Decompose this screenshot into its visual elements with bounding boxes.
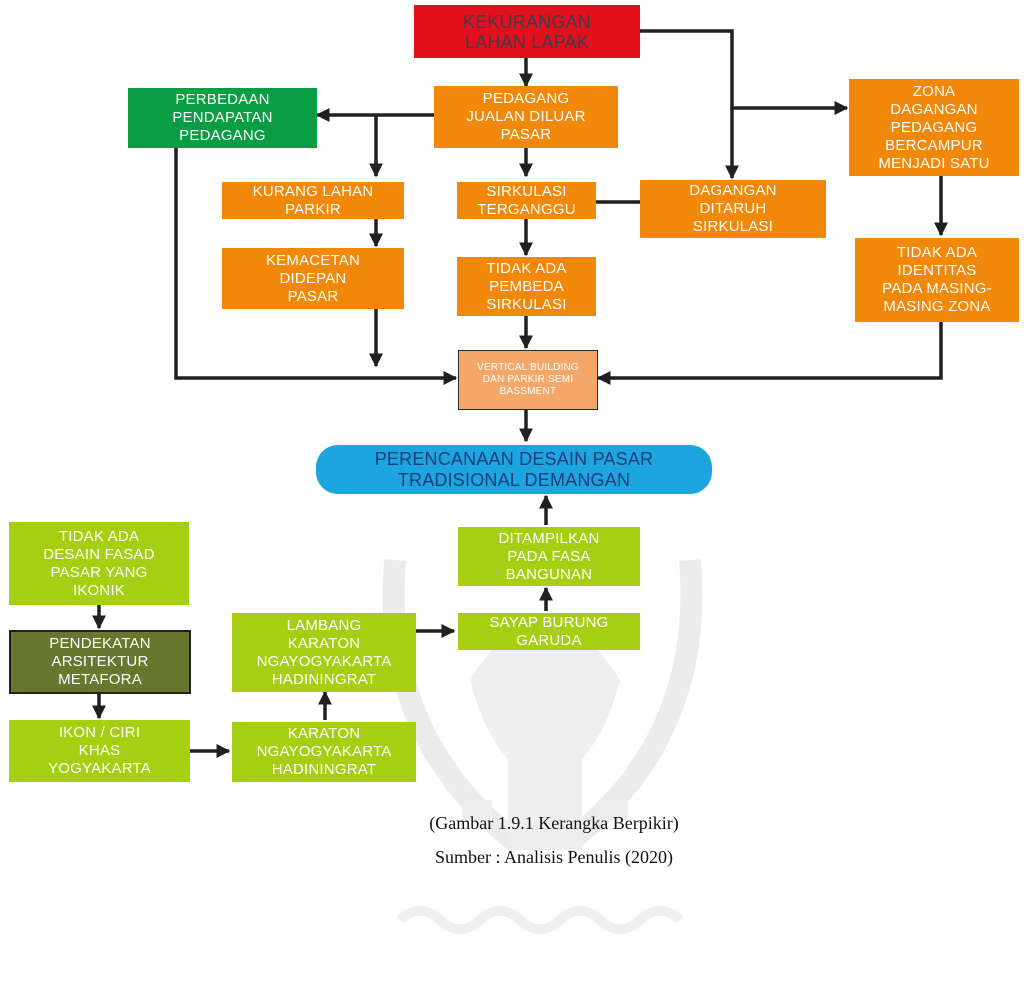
node-kekurangan-lahan-lapak-label: KEKURANGAN LAHAN LAPAK — [462, 11, 592, 52]
node-kekurangan-lahan-lapak: KEKURANGAN LAHAN LAPAK — [414, 5, 640, 58]
node-tidak-ada-fasad-label: TIDAK ADA DESAIN FASAD PASAR YANG IKONIK — [43, 527, 155, 599]
node-sayap-burung-label: SAYAP BURUNG GARUDA — [489, 613, 609, 649]
node-lambang-label: LAMBANG KARATON NGAYOGYAKARTA HADININGRA… — [256, 616, 392, 688]
node-pendekatan-label: PENDEKATAN ARSITEKTUR METAFORA — [49, 635, 151, 688]
node-pendekatan: PENDEKATAN ARSITEKTUR METAFORA — [9, 630, 191, 694]
node-karaton: KARATON NGAYOGYAKARTA HADININGRAT — [232, 722, 416, 782]
figure-caption: (Gambar 1.9.1 Kerangka Berpikir) — [429, 813, 679, 833]
node-kurang-lahan-parkir: KURANG LAHAN PARKIR — [222, 182, 404, 219]
node-dagangan-ditaruh: DAGANGAN DITARUH SIRKULASI — [640, 180, 826, 238]
node-zona-dagangan: ZONA DAGANGAN PEDAGANG BERCAMPUR MENJADI… — [849, 79, 1019, 176]
node-tidak-ada-pembeda: TIDAK ADA PEMBEDA SIRKULASI — [457, 257, 596, 316]
node-lambang: LAMBANG KARATON NGAYOGYAKARTA HADININGRA… — [232, 613, 416, 692]
node-perencanaan-label: PERENCANAAN DESAIN PASAR TRADISIONAL DEM… — [374, 448, 654, 490]
node-pedagang-jualan: PEDAGANG JUALAN DILUAR PASAR — [434, 86, 618, 148]
node-kemacetan: KEMACETAN DIDEPAN PASAR — [222, 248, 404, 309]
node-sirkulasi-terganggu-label: SIRKULASI TERGANGGU — [477, 182, 576, 218]
node-dagangan-ditaruh-label: DAGANGAN DITARUH SIRKULASI — [689, 182, 777, 235]
node-perbedaan-pendapatan-label: PERBEDAAN PENDAPATAN PEDAGANG — [172, 91, 273, 144]
node-kurang-lahan-parkir-label: KURANG LAHAN PARKIR — [252, 182, 374, 218]
node-perencanaan: PERENCANAAN DESAIN PASAR TRADISIONAL DEM… — [316, 445, 712, 494]
node-ikon-ciri-label: IKON / CIRI KHAS YOGYAKARTA — [48, 724, 151, 777]
node-ditampilkan-label: DITAMPILKAN PADA FASA BANGUNAN — [498, 529, 600, 583]
node-sayap-burung: SAYAP BURUNG GARUDA — [458, 613, 640, 650]
node-vertical-building: VERTICAL BUILDING DAN PARKIR SEMI BASSME… — [458, 350, 598, 410]
node-tidak-ada-pembeda-label: TIDAK ADA PEMBEDA SIRKULASI — [486, 259, 567, 313]
node-perbedaan-pendapatan: PERBEDAAN PENDAPATAN PEDAGANG — [128, 88, 317, 148]
node-pedagang-jualan-label: PEDAGANG JUALAN DILUAR PASAR — [466, 90, 586, 143]
source-caption: Sumber : Analisis Penulis (2020) — [435, 847, 673, 867]
edge-tidak-ada-identitas-to-vertical — [596, 322, 943, 385]
node-sirkulasi-terganggu: SIRKULASI TERGANGGU — [457, 182, 596, 219]
node-tidak-ada-identitas-label: TIDAK ADA IDENTITAS PADA MASING- MASING … — [882, 244, 992, 315]
edge-kekurangan-to-zona — [640, 29, 849, 115]
node-ikon-ciri: IKON / CIRI KHAS YOGYAKARTA — [9, 720, 190, 782]
node-kemacetan-label: KEMACETAN DIDEPAN PASAR — [265, 251, 361, 305]
node-tidak-ada-identitas: TIDAK ADA IDENTITAS PADA MASING- MASING … — [855, 238, 1019, 322]
edge-perbedaan-to-vertical — [174, 148, 458, 385]
node-zona-dagangan-label: ZONA DAGANGAN PEDAGANG BERCAMPUR MENJADI… — [878, 82, 990, 172]
node-vertical-building-label: VERTICAL BUILDING DAN PARKIR SEMI BASSME… — [477, 362, 579, 397]
node-karaton-label: KARATON NGAYOGYAKARTA HADININGRAT — [256, 725, 392, 778]
node-ditampilkan: DITAMPILKAN PADA FASA BANGUNAN — [458, 527, 640, 586]
node-tidak-ada-fasad: TIDAK ADA DESAIN FASAD PASAR YANG IKONIK — [9, 522, 189, 605]
